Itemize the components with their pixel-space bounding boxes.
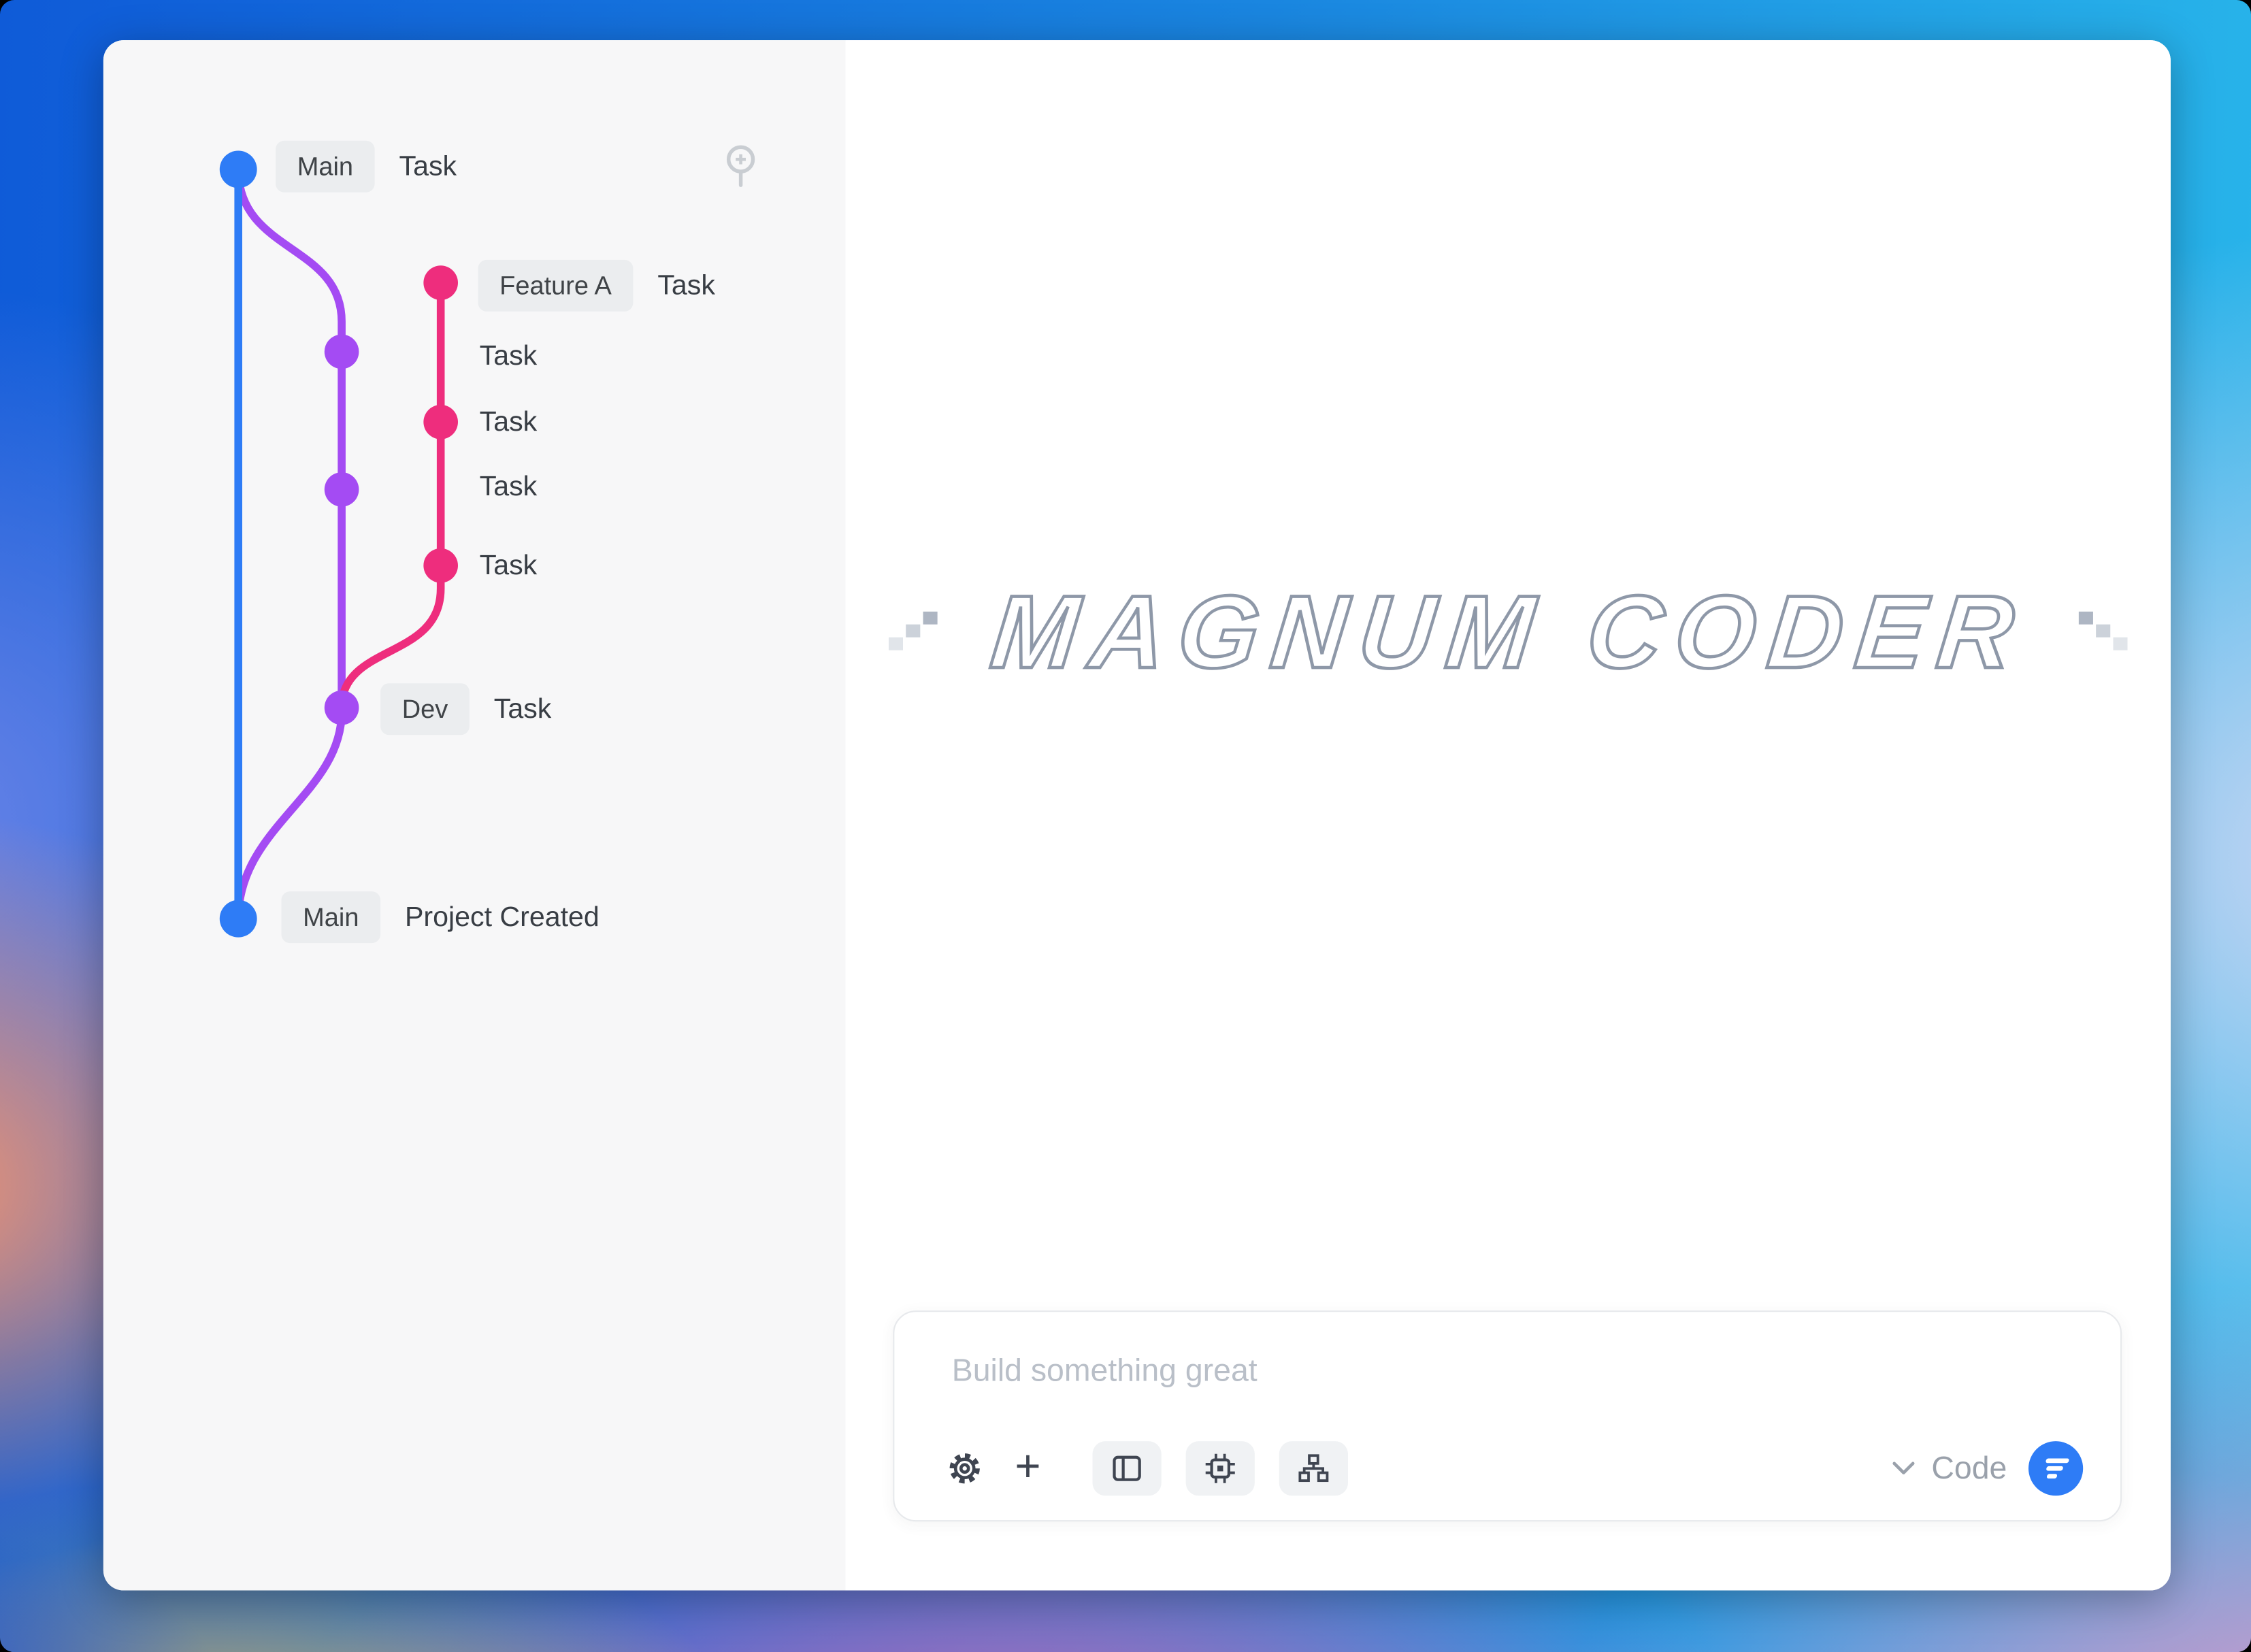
commit-label: Project Created — [404, 900, 599, 933]
chevron-down-icon — [1893, 1461, 1916, 1474]
sitemap-button[interactable] — [1279, 1441, 1349, 1496]
commit-node-feature-2[interactable] — [423, 404, 458, 440]
commit-row[interactable]: Feature A Task — [478, 259, 715, 312]
commit-label: Task — [399, 150, 457, 182]
branch-chip-main-bottom: Main — [281, 891, 381, 944]
cpu-chip-button[interactable] — [1185, 1441, 1255, 1496]
commit-row[interactable]: Main Project Created — [281, 891, 599, 944]
commit-row[interactable]: Task — [480, 540, 538, 591]
branch-chip-feature-a: Feature A — [478, 259, 634, 312]
cpu-chip-icon — [1205, 1453, 1235, 1483]
plus-glyph: + — [1015, 1441, 1041, 1491]
commit-node-dev-1[interactable] — [324, 334, 359, 369]
milestone-pin-icon — [726, 145, 755, 187]
commit-label: Task — [657, 269, 715, 301]
commit-node-dev-2[interactable] — [324, 472, 359, 507]
send-button[interactable] — [2028, 1441, 2084, 1496]
sitemap-hierarchy-icon — [1298, 1454, 1329, 1483]
sidebar-git-graph: Main Task Feature A Task Task Task Task … — [103, 40, 846, 1591]
brand-logo: MAGNUM CODER — [846, 574, 2171, 692]
prompt-composer: + — [893, 1310, 2122, 1522]
layout-panel-icon — [1113, 1455, 1141, 1481]
commit-node-feature-3[interactable] — [423, 548, 458, 583]
pixel-decor-right-icon — [2079, 611, 2129, 650]
commit-node-main-bottom[interactable] — [219, 899, 257, 938]
app-window: Main Task Feature A Task Task Task Task … — [103, 40, 2171, 1591]
commit-label: Task — [493, 692, 552, 725]
commit-label: Task — [479, 548, 538, 581]
commit-label: Task — [479, 469, 538, 502]
logo-wordmark: MAGNUM CODER — [984, 574, 2033, 692]
add-plus-icon[interactable]: + — [1006, 1441, 1049, 1496]
branch-chip-dev: Dev — [380, 683, 470, 736]
settings-gear-icon[interactable] — [943, 1441, 986, 1496]
commit-node-dev-3[interactable] — [324, 690, 359, 725]
composer-toolbar: + — [943, 1440, 2084, 1497]
branch-line-dev — [234, 165, 346, 923]
commit-label: Task — [479, 405, 538, 437]
commit-row[interactable]: Task — [480, 330, 538, 382]
commit-row[interactable]: Task — [480, 396, 538, 448]
commit-node-main-top[interactable] — [219, 150, 257, 188]
main-panel: MAGNUM CODER — [845, 40, 2171, 1591]
commit-label: Task — [479, 339, 538, 371]
pixel-decor-left-icon — [887, 611, 937, 650]
commit-row[interactable]: Main Task — [276, 140, 457, 193]
commit-row[interactable]: Task — [480, 461, 538, 512]
commit-row[interactable]: Dev Task — [380, 683, 552, 736]
branch-line-feature-a — [338, 278, 445, 712]
branch-graph — [219, 150, 458, 938]
prompt-input[interactable] — [949, 1338, 2066, 1404]
branch-chip-main: Main — [276, 140, 375, 193]
send-logo-mark-icon — [2045, 1458, 2069, 1478]
model-selector-label: Code — [1931, 1449, 2007, 1486]
model-selector[interactable]: Code — [1892, 1450, 2007, 1487]
commit-node-feature-1[interactable] — [423, 265, 458, 300]
layout-panel-button[interactable] — [1092, 1441, 1162, 1496]
